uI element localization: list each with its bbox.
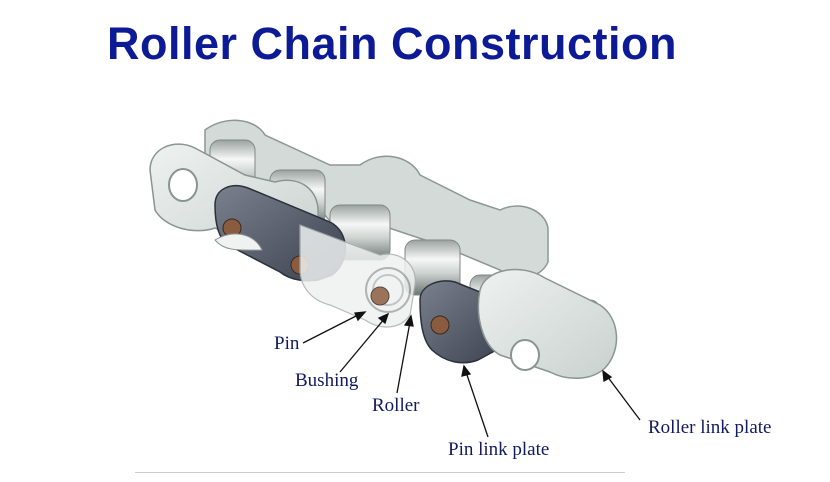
label-roller-link-plate: Roller link plate bbox=[648, 417, 772, 438]
leader-lines bbox=[302, 311, 641, 438]
page-title: Roller Chain Construction bbox=[107, 18, 678, 69]
label-bushing: Bushing bbox=[295, 370, 359, 391]
label-pin: Pin bbox=[274, 333, 300, 354]
cutaway-link bbox=[299, 224, 416, 328]
label-pin-link-plate: Pin link plate bbox=[448, 439, 550, 460]
label-roller: Roller bbox=[372, 395, 420, 416]
bottom-divider bbox=[135, 472, 625, 473]
front-roller-link-plate-right bbox=[477, 268, 618, 379]
